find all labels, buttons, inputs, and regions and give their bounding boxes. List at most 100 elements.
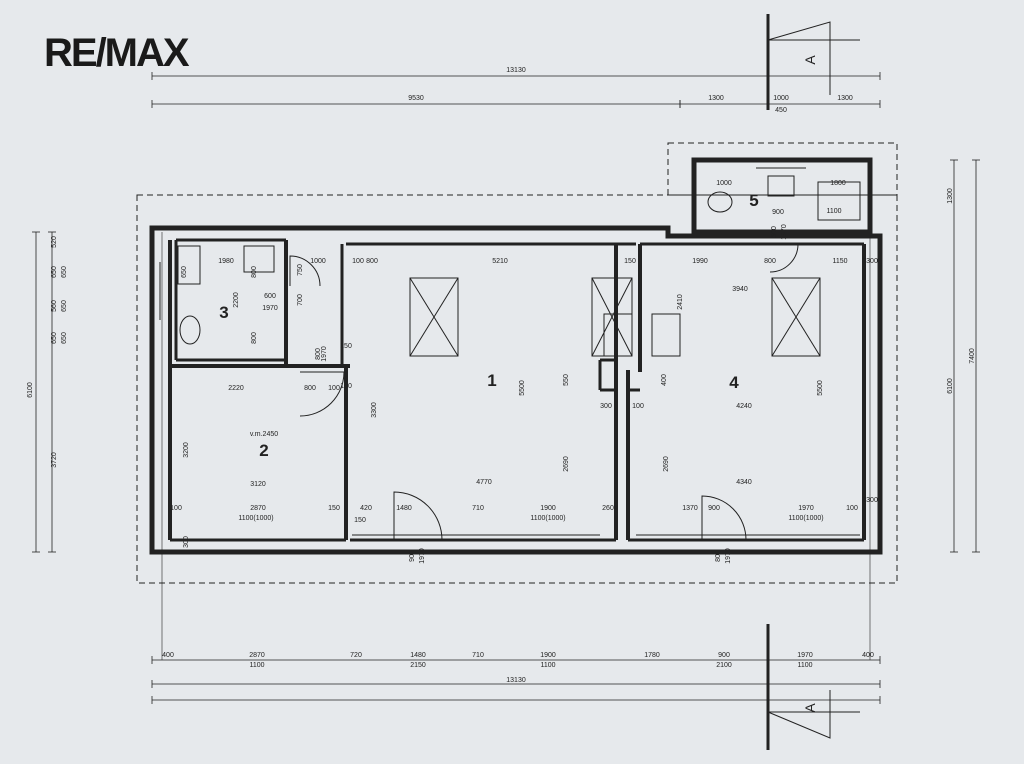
dim-room1: 900: [409, 550, 416, 562]
dim-room1: 800: [366, 258, 378, 265]
dim-room3: 2200: [233, 292, 240, 308]
dim-bottom: 1970: [797, 652, 813, 659]
dim-room1: 5500: [519, 380, 526, 396]
dim-room2: 300: [183, 536, 190, 548]
dim-room2: 2870: [250, 505, 266, 512]
dim-left-lower: 3720: [51, 452, 58, 468]
dim-top-total: 13130: [506, 67, 526, 74]
dim-room3: 800: [251, 266, 258, 278]
dim-room1: 4770: [476, 479, 492, 486]
dim-room4: 3940: [732, 286, 748, 293]
dim-top-right: 1300: [708, 95, 724, 102]
dim-left: 650: [51, 332, 58, 344]
dim-room3: 1970: [262, 305, 278, 312]
dim-room4: 5500: [817, 380, 824, 396]
dim-room3: 800: [315, 348, 322, 360]
skylight-x: [409, 277, 459, 357]
toilet-icon: [707, 191, 733, 213]
site-outline-annex: [667, 142, 898, 196]
dim-bottom-sub: 2150: [410, 662, 426, 669]
remax-logo-text: RE/MAX: [44, 31, 190, 74]
dim-room4: 1970: [725, 548, 732, 564]
dim-bottom: 400: [862, 652, 874, 659]
dim-left: 560: [51, 300, 58, 312]
dim-room2: 3200: [183, 442, 190, 458]
room-2-note: v.m.2450: [250, 431, 278, 438]
dim-room3: 750: [297, 264, 304, 276]
dim-room5: 1800: [830, 180, 846, 187]
dim-room1: 1480: [396, 505, 412, 512]
dim-room2: 1100(1000): [238, 515, 273, 522]
dim-room1: 1970: [419, 548, 426, 564]
dim-bottom: 2870: [249, 652, 265, 659]
dim-room1: 3300: [371, 402, 378, 418]
dim-room3: 650: [181, 266, 188, 278]
dim-bottom: 720: [350, 652, 362, 659]
dim-room4: 100: [846, 505, 858, 512]
dim-right: 6100: [947, 378, 954, 394]
dim-room1: 300: [600, 403, 612, 410]
dim-bottom-sub: 1100: [797, 662, 812, 669]
dim-room3: 100: [340, 383, 352, 390]
dim-room4: 900: [708, 505, 720, 512]
dim-room4: 4340: [736, 479, 752, 486]
kitchen-sink-icon: [651, 313, 681, 357]
washbasin-icon: [767, 175, 795, 197]
dim-room3: 800: [251, 332, 258, 344]
dim-bottom: 710: [472, 652, 484, 659]
dim-room4: 4240: [736, 403, 752, 410]
dim-room4: 400: [661, 374, 668, 386]
dim-left: 650: [61, 332, 68, 344]
dim-left: 650: [61, 300, 68, 312]
dim-room1: 710: [472, 505, 484, 512]
dim-room3: 1980: [218, 258, 234, 265]
dim-right: 1300: [947, 188, 954, 204]
dim-room1: 150: [354, 517, 366, 524]
dim-room4: 2690: [663, 456, 670, 472]
door-room5: [769, 243, 799, 273]
dim-room3: 700: [297, 294, 304, 306]
dim-room4: 300: [866, 497, 878, 504]
toilet-icon: [179, 315, 201, 345]
dim-room3: 250: [340, 343, 352, 350]
dim-bottom-sub: 1100: [249, 662, 264, 669]
room-number-1: 1: [487, 371, 496, 390]
dim-room5: 800: [771, 226, 778, 238]
dim-room3: 600: [264, 293, 276, 300]
dim-top-left: 9530: [408, 95, 424, 102]
dim-left: 650: [61, 266, 68, 278]
dim-room2: 100: [170, 505, 182, 512]
room-number-2: 2: [259, 441, 268, 460]
skylight: [771, 277, 821, 357]
outer-wall: [149, 225, 883, 555]
dim-left-total: 6100: [27, 382, 34, 398]
washbasin-icon: [177, 245, 201, 285]
section-arrow-top: [767, 21, 831, 95]
dim-left: 650: [51, 266, 58, 278]
sink-icon: [243, 245, 275, 273]
dim-bottom-sub: 2100: [716, 662, 732, 669]
dim-room1: 550: [563, 374, 570, 386]
dim-bottom: 1900: [540, 652, 556, 659]
room-number-3: 3: [219, 303, 228, 322]
dim-right-total: 7400: [969, 348, 976, 364]
room-number-4: 4: [729, 373, 739, 392]
dim-left: 520: [51, 236, 58, 248]
dim-room5: 1970: [781, 224, 788, 240]
kitchen-sink-icon: [603, 313, 633, 357]
dim-room5: 900: [772, 209, 784, 216]
skylight-x: [591, 277, 633, 357]
dim-room1: 100: [352, 258, 364, 265]
dim-room3: 1970: [321, 346, 328, 362]
dim-room2: 2220: [228, 385, 244, 392]
skylight: [409, 277, 459, 357]
dim-bottom: 1480: [410, 652, 426, 659]
site-outline: [136, 194, 898, 584]
dim-room1: 1900: [540, 505, 556, 512]
dim-room1: 1100(1000): [530, 515, 565, 522]
dim-bottom: 900: [718, 652, 730, 659]
dim-room4: 2410: [677, 294, 684, 310]
skylight-x: [771, 277, 821, 357]
